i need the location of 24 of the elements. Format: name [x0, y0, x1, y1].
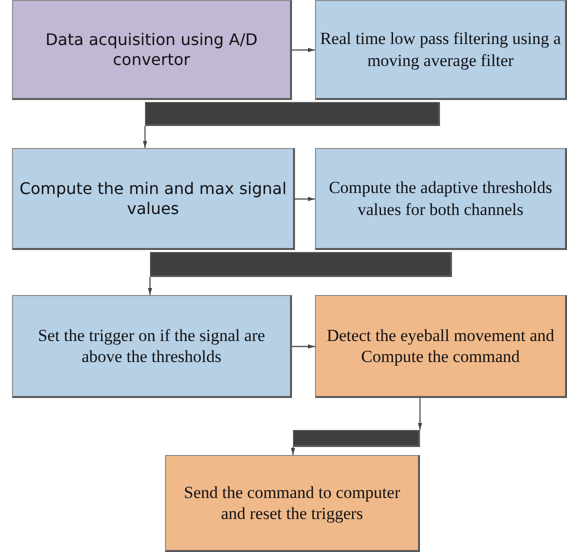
step-text: Detect the eyeball movement and Compute the command — [326, 324, 556, 368]
step-text: Set the trigger on if the signal are above the thresholds — [36, 324, 266, 368]
arrow — [148, 277, 152, 295]
process-box — [315, 295, 567, 398]
process-box — [315, 0, 567, 100]
step-text: Real time low pass filtering using a moving average filter — [319, 28, 562, 71]
process-box — [12, 148, 295, 250]
connector-bar — [145, 102, 440, 126]
arrow — [418, 398, 422, 430]
arrow — [290, 447, 296, 455]
process-box — [12, 295, 292, 398]
connector-bar — [150, 252, 452, 277]
step-text: Compute the adaptive thresholds values for both channels — [328, 177, 554, 220]
process-box — [315, 148, 567, 250]
process-box — [12, 0, 292, 100]
process-box — [165, 455, 420, 552]
step-text: Send the command to computer and reset the triggers — [182, 482, 402, 524]
arrow — [295, 196, 315, 202]
step-text: Compute the min and max signal values — [18, 178, 288, 218]
arrow — [142, 126, 148, 148]
step-text: Data acquisition using A/D convertor — [44, 30, 259, 70]
arrow — [292, 344, 315, 349]
arrow — [292, 48, 315, 52]
connector-bar — [293, 430, 420, 447]
